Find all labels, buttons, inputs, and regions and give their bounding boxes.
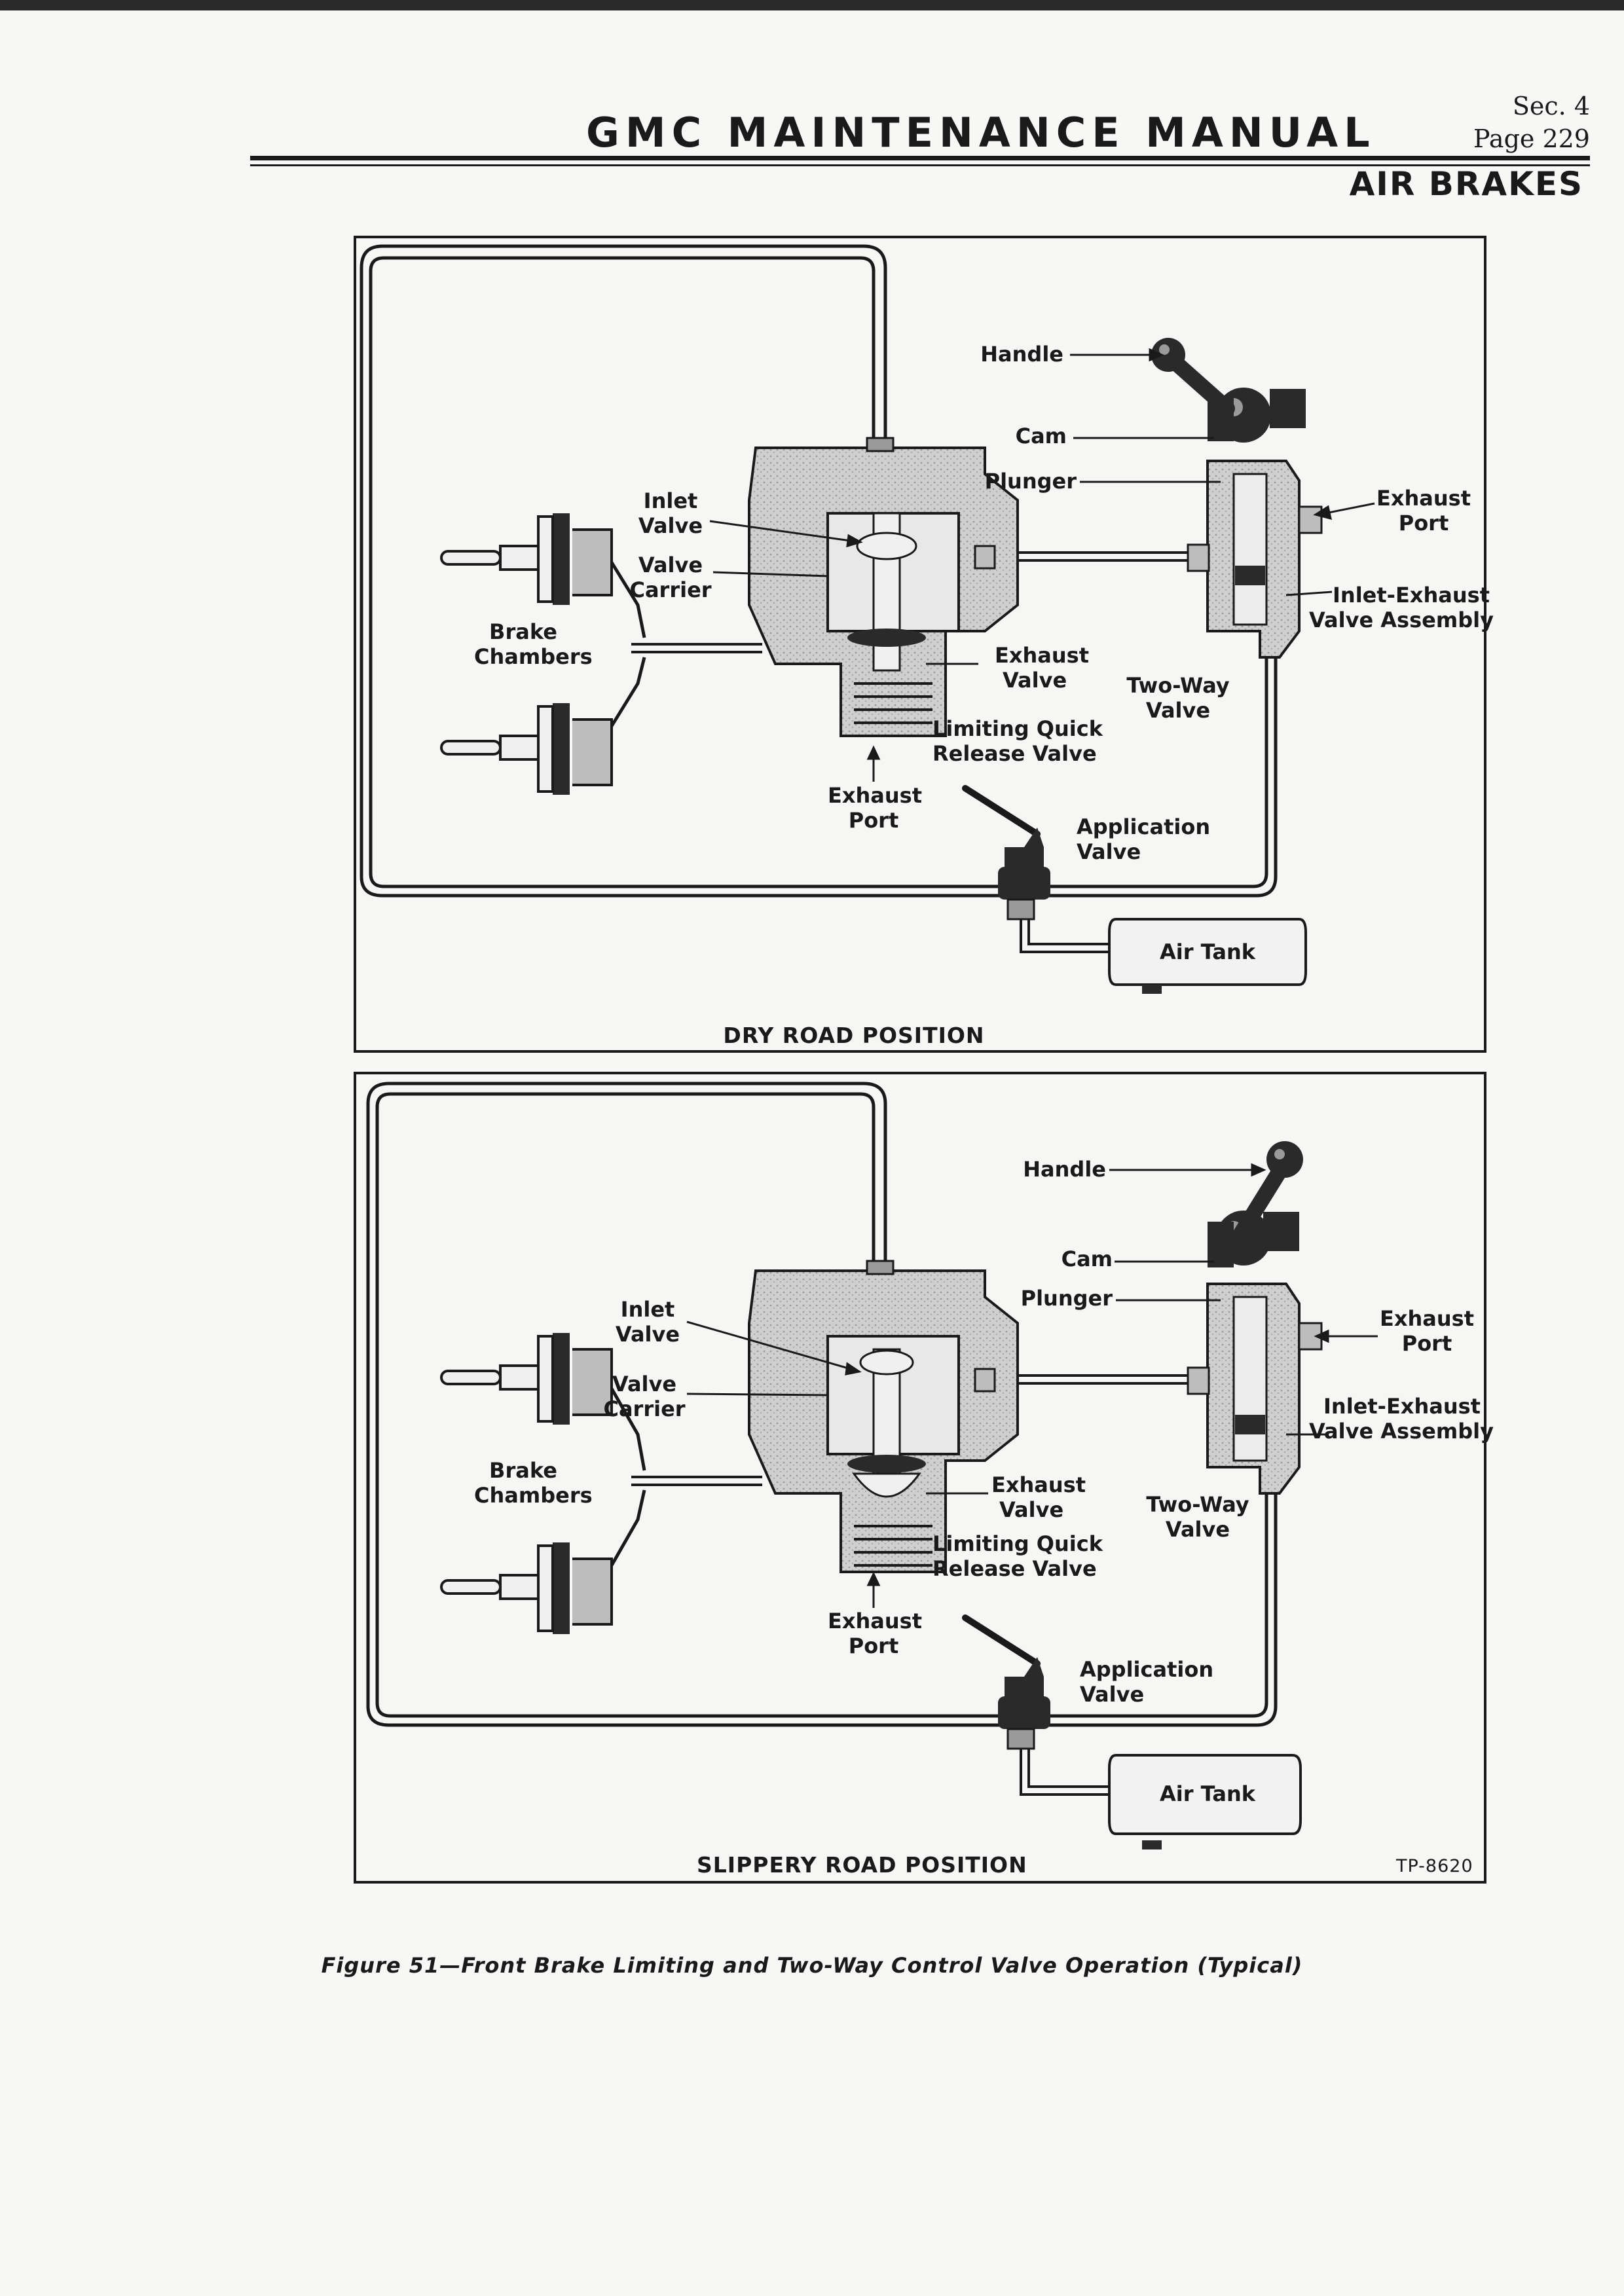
tp-number: TP-8620 [1396,1856,1473,1876]
limiting-quick-release-valve [748,1260,1019,1573]
label-handle: Handle [1023,1157,1106,1182]
section-number: Sec. 4 [1512,92,1590,120]
two-way-valve [1187,1141,1323,1495]
leader-lines [709,348,1375,782]
label-plunger: Plunger [1020,1286,1113,1311]
page-top-edge [0,0,1624,10]
air-line-connections [631,1374,1201,1796]
brake-chamber-upper [440,1333,646,1471]
panel-caption-dry-road: DRY ROAD POSITION [723,1023,985,1048]
label-air-tank: Air Tank [1159,939,1255,964]
air-tank [1108,1754,1302,1850]
header-rule-thick [250,156,1590,160]
air-line-loop [360,244,1278,898]
application-valve [962,1614,1050,1750]
label-handle: Handle [980,342,1063,367]
two-way-valve [1151,338,1323,659]
limiting-quick-release-valve [748,437,1019,737]
label-cam: Cam [1015,424,1067,448]
brake-chamber-upper [440,513,646,638]
leader-lines [686,1163,1378,1608]
dry-road-diagram [360,244,1375,994]
page-number: Page 229 [1473,124,1590,153]
application-valve [962,785,1050,920]
section-topic: AIR BRAKES [1349,165,1583,203]
header-rule-thin [250,164,1590,166]
label-cam: Cam [1061,1247,1113,1271]
air-line-loop [366,1082,1278,1727]
slippery-road-diagram [366,1082,1378,1850]
brake-chamber-lower [440,657,646,795]
panel-caption-slippery-road: SLIPPERY ROAD POSITION [697,1852,1027,1878]
manual-title: GMC MAINTENANCE MANUAL [586,109,1376,156]
figure-caption: Figure 51—Front Brake Limiting and Two-W… [321,1953,1303,1978]
air-tank [1108,918,1307,994]
brake-chamber-lower [440,1489,646,1634]
label-air-tank: Air Tank [1159,1781,1255,1806]
label-plunger: Plunger [984,469,1077,494]
